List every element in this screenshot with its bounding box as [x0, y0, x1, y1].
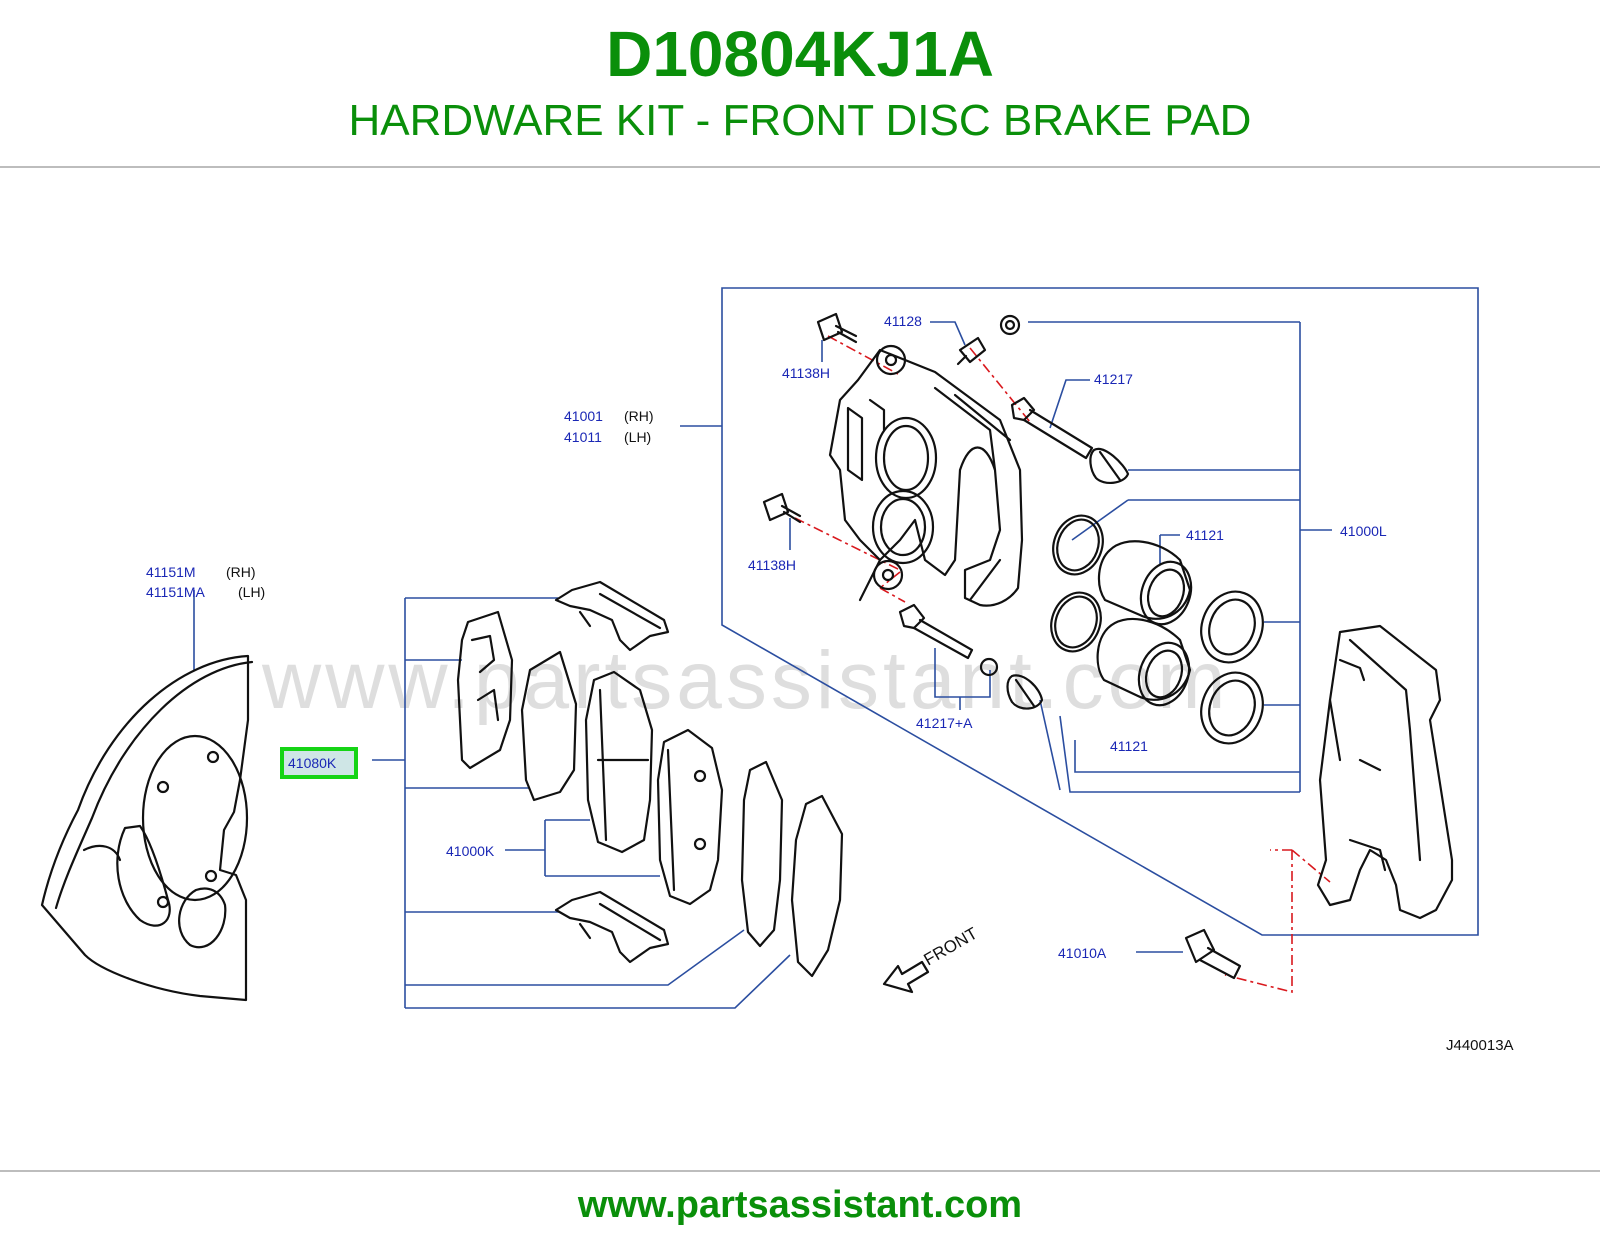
- wear-shim-b-part: [790, 794, 844, 978]
- highlighted-part-41080k[interactable]: 41080K: [280, 747, 358, 779]
- caliper-body-part: [828, 344, 1024, 607]
- label-41121-bottom[interactable]: 41121: [1110, 738, 1148, 754]
- label-41121-top[interactable]: 41121: [1186, 527, 1224, 543]
- leader-lines: [193, 287, 1479, 1009]
- part-number-title: D10804KJ1A: [606, 18, 994, 90]
- label-41080k[interactable]: 41080K: [288, 755, 337, 771]
- label-41217[interactable]: 41217: [1094, 371, 1133, 387]
- label-41000l[interactable]: 41000L: [1340, 523, 1387, 539]
- piston-bottom-part: [1096, 617, 1192, 707]
- label-41011[interactable]: 41011: [564, 429, 602, 445]
- bracket-bolt-part: [1184, 928, 1242, 980]
- footer-divider: [0, 1170, 1600, 1172]
- dust-boot-top-part: [1200, 590, 1264, 664]
- label-41001-side: (RH): [624, 408, 654, 424]
- highlight-box[interactable]: [280, 747, 358, 779]
- caliper-bolt-mid-part: [762, 492, 802, 524]
- wear-shim-a-part: [740, 760, 784, 948]
- center-lines: [794, 335, 1331, 994]
- torque-member-part: [1316, 624, 1454, 920]
- piston-seal-top-part: [1052, 514, 1104, 576]
- pad-clip-top-part: [554, 580, 670, 652]
- label-41151ma[interactable]: 41151MA: [146, 584, 206, 600]
- label-41128[interactable]: 41128: [884, 313, 922, 329]
- pad-clip-bottom-part: [554, 890, 670, 964]
- caliper-assembly-outline: [721, 287, 1479, 936]
- label-41011-side: (LH): [624, 429, 651, 445]
- label-41151m-side: (RH): [226, 564, 256, 580]
- piston-top-part: [1097, 540, 1193, 626]
- dust-shield-part: [40, 654, 254, 1002]
- bleeder-screw-part: [956, 314, 1021, 366]
- label-41138h-mid[interactable]: 41138H: [748, 557, 796, 573]
- label-41010a[interactable]: 41010A: [1058, 945, 1107, 961]
- brake-pad-outer-part: [584, 670, 654, 854]
- dust-boot-bottom-part: [1200, 671, 1264, 745]
- label-41001[interactable]: 41001: [564, 408, 603, 424]
- drawing-id: J440013A: [1446, 1037, 1514, 1054]
- label-41151ma-side: (LH): [238, 584, 265, 600]
- slide-pin-part: [1010, 396, 1130, 484]
- piston-seal-mid-part: [1050, 591, 1102, 653]
- anti-squeal-shim-inner-part: [520, 650, 578, 802]
- footer-url[interactable]: www.partsassistant.com: [577, 1184, 1023, 1226]
- front-label: FRONT: [921, 924, 981, 970]
- header-divider: [0, 166, 1600, 168]
- parts-art: [40, 312, 1454, 1002]
- label-41138h-top[interactable]: 41138H: [782, 365, 830, 381]
- anti-squeal-shim-outer-part: [456, 610, 514, 770]
- label-41217a[interactable]: 41217+A: [916, 715, 973, 731]
- caliper-bolt-top-part: [816, 312, 858, 344]
- label-41000k[interactable]: 41000K: [446, 843, 495, 859]
- label-41151m[interactable]: 41151M: [146, 564, 196, 580]
- front-direction-arrow: [882, 960, 930, 994]
- brake-pad-inner-part: [656, 728, 724, 906]
- part-name-subtitle: HARDWARE KIT - FRONT DISC BRAKE PAD: [348, 96, 1252, 145]
- slide-pin-a-part: [898, 603, 1044, 710]
